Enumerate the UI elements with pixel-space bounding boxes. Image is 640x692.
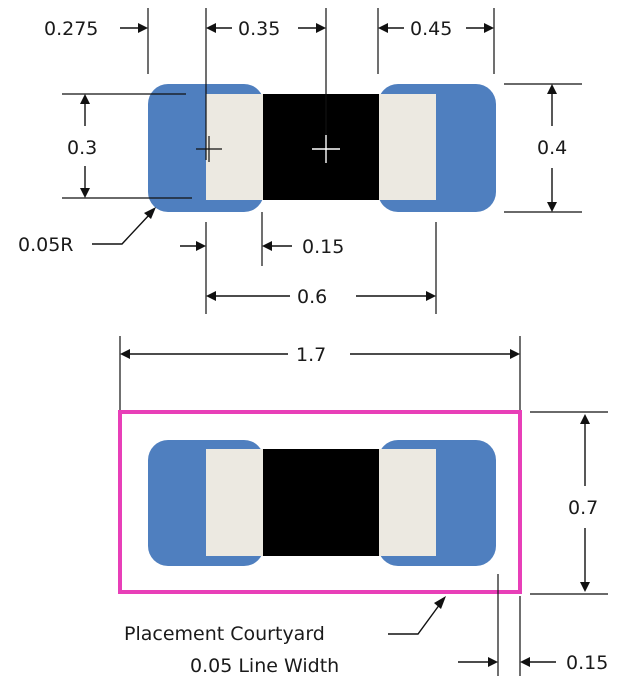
dim-line-offset-label: 0.15 [566,652,608,674]
bottom-component [148,440,496,566]
bottom-component-body [262,449,380,556]
left-terminal [206,94,263,200]
top-component [148,84,496,212]
dim-line-offset: 0.15 [458,574,608,676]
dim-body-height: 0.4 [537,84,567,212]
placement-courtyard [118,410,522,594]
dim-pad-offset-label: 0.275 [44,18,98,40]
courtyard-callout: Placement Courtyard 0.05 Line Width [124,596,446,677]
dim-courtyard-width-label: 1.7 [296,344,326,366]
dim-corner-radius: 0.05R [18,207,156,256]
dim-body-height-label: 0.4 [537,137,567,159]
dim-pad-width-outer-label: 0.45 [410,18,452,40]
dim-pad-spacing-label: 0.35 [238,18,280,40]
component-body [262,94,380,200]
dim-courtyard-width: 1.7 [119,336,521,410]
top-extension-lines [62,8,582,314]
dim-gap-inner-label: 0.15 [302,236,344,258]
dim-pad-offset: 0.275 [44,18,148,40]
right-terminal [379,94,436,200]
dim-courtyard-height: 0.7 [530,411,608,595]
dim-span-label: 0.6 [297,286,327,308]
dim-gap-inner: 0.15 [180,236,344,258]
dim-pad-height-inner: 0.3 [67,94,97,198]
bottom-left-terminal [206,449,263,556]
dim-pad-spacing: 0.35 [206,18,326,40]
dim-span: 0.6 [206,286,436,308]
body-center-mark [312,135,340,163]
dim-corner-radius-label: 0.05R [18,234,74,256]
courtyard-label-line1: Placement Courtyard [124,623,325,645]
left-center-mark [196,136,222,162]
dim-pad-height-inner-label: 0.3 [67,137,97,159]
courtyard-label-line2: 0.05 Line Width [190,655,339,677]
bottom-right-terminal [379,449,436,556]
dim-pad-width-outer: 0.45 [378,18,494,40]
dim-courtyard-height-label: 0.7 [568,497,598,519]
